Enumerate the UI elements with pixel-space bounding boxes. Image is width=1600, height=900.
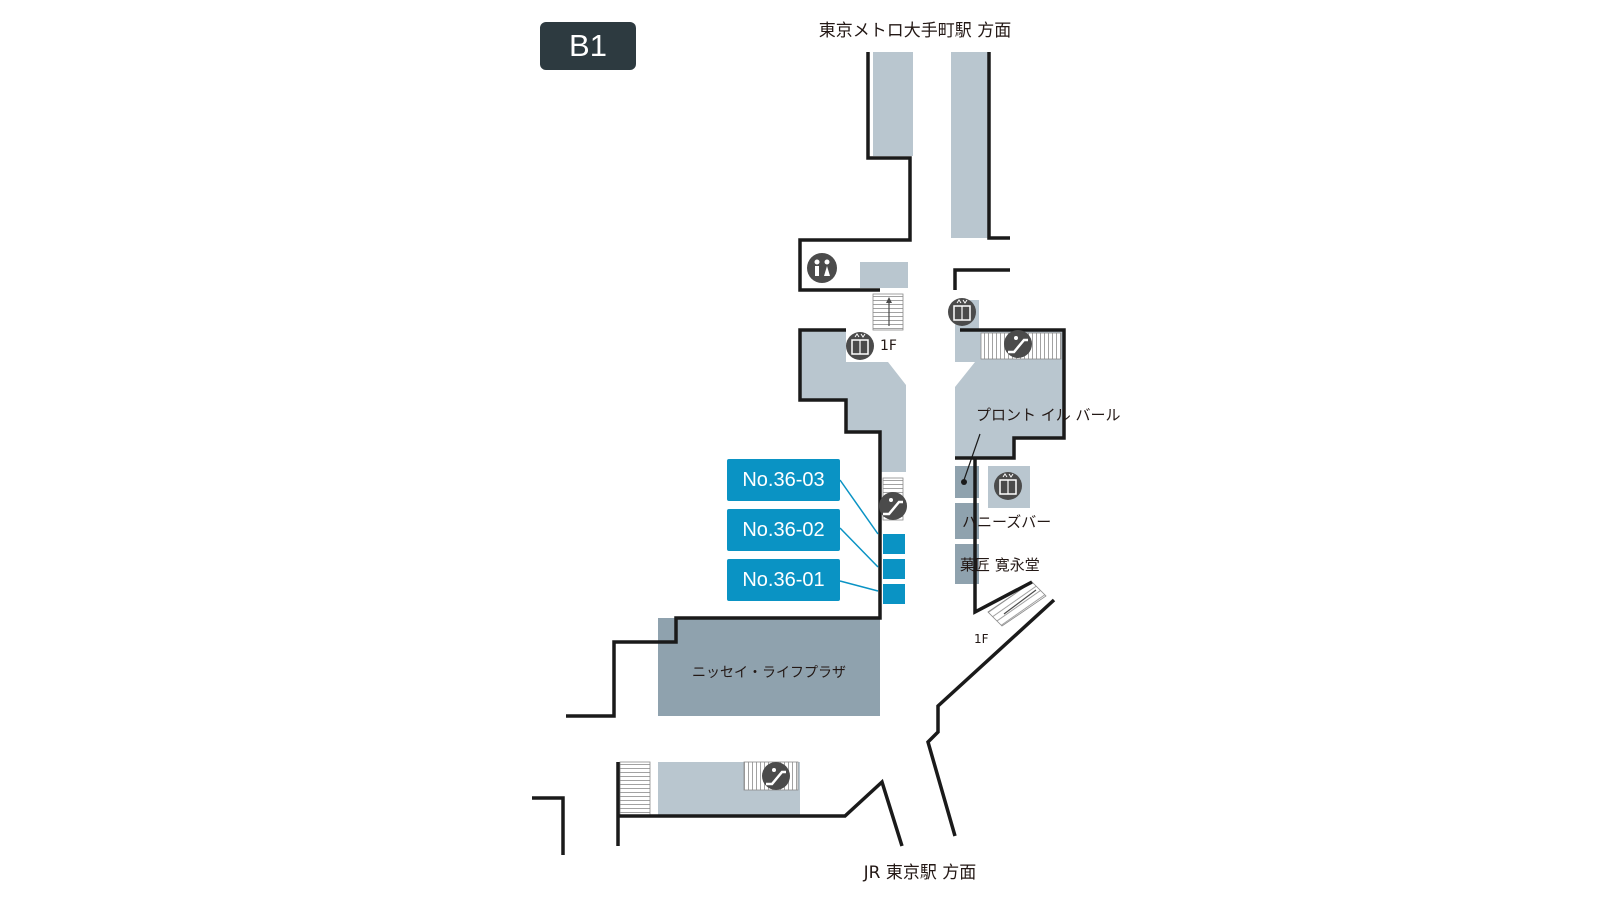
target-units — [839, 479, 905, 604]
wall-north-left — [798, 52, 912, 292]
leader-36-03 — [839, 479, 879, 535]
stair-southeast-1f-label: 1F — [974, 632, 989, 646]
unit-tag-36-02[interactable]: No.36-02 — [727, 509, 840, 551]
stair-north-1f-label: 1F — [880, 338, 897, 354]
shop-label-nissay: ニッセイ・ライフプラザ — [692, 665, 846, 681]
shop-label-honeys: ハニーズバー — [962, 513, 1051, 531]
stair-north-arrowhead — [886, 297, 892, 303]
shop-label-kashou: 菓匠 寛永堂 — [960, 556, 1040, 574]
wall-west-upper — [566, 328, 882, 718]
elevator-icon[interactable] — [994, 472, 1022, 500]
shop-blocks — [658, 466, 979, 716]
unit-36-02[interactable] — [883, 559, 905, 579]
nissay-block[interactable] — [658, 618, 880, 716]
pronto-leader — [963, 433, 981, 481]
unit-tag-36-01[interactable]: No.36-01 — [727, 559, 840, 601]
unit-leader-lines — [839, 479, 879, 592]
wall-southwest-stub — [532, 796, 565, 855]
direction-south-label: JR 東京駅 方面 — [863, 863, 977, 883]
wall-east-lower — [973, 458, 1033, 615]
pronto-area — [955, 362, 1064, 458]
stair-landing-north — [860, 262, 908, 288]
shop-label-pronto: プロント イル バール — [976, 406, 1121, 424]
wall-southeast — [926, 598, 1056, 837]
pronto-dot — [961, 479, 967, 485]
north-area-right — [951, 52, 989, 238]
floor-badge: B1 — [540, 22, 636, 70]
west-hall-area — [800, 330, 906, 472]
unit-36-01[interactable] — [883, 584, 905, 604]
direction-north-label: 東京メトロ大手町駅 方面 — [819, 21, 1011, 41]
escalator-icon[interactable] — [879, 492, 907, 520]
escalator-icon[interactable] — [762, 762, 790, 790]
walls — [532, 52, 1066, 855]
north-area-left — [873, 52, 913, 156]
leader-36-02 — [839, 527, 879, 568]
wall-east-stub — [953, 268, 1010, 290]
leader-36-01 — [839, 580, 879, 592]
elevator-icon[interactable] — [948, 298, 976, 326]
stair-southeast-arrow — [1003, 589, 1037, 615]
escalator-icon[interactable] — [1004, 330, 1032, 358]
unit-36-03[interactable] — [883, 534, 905, 554]
elevator-icon[interactable] — [846, 332, 874, 360]
wall-north-right — [987, 52, 1010, 240]
unit-tag-36-03[interactable]: No.36-03 — [727, 459, 840, 501]
wall-south-block — [618, 778, 904, 847]
stair-south[interactable] — [619, 761, 651, 817]
restroom-icon[interactable] — [807, 253, 837, 283]
wall-east-block — [955, 328, 1066, 460]
